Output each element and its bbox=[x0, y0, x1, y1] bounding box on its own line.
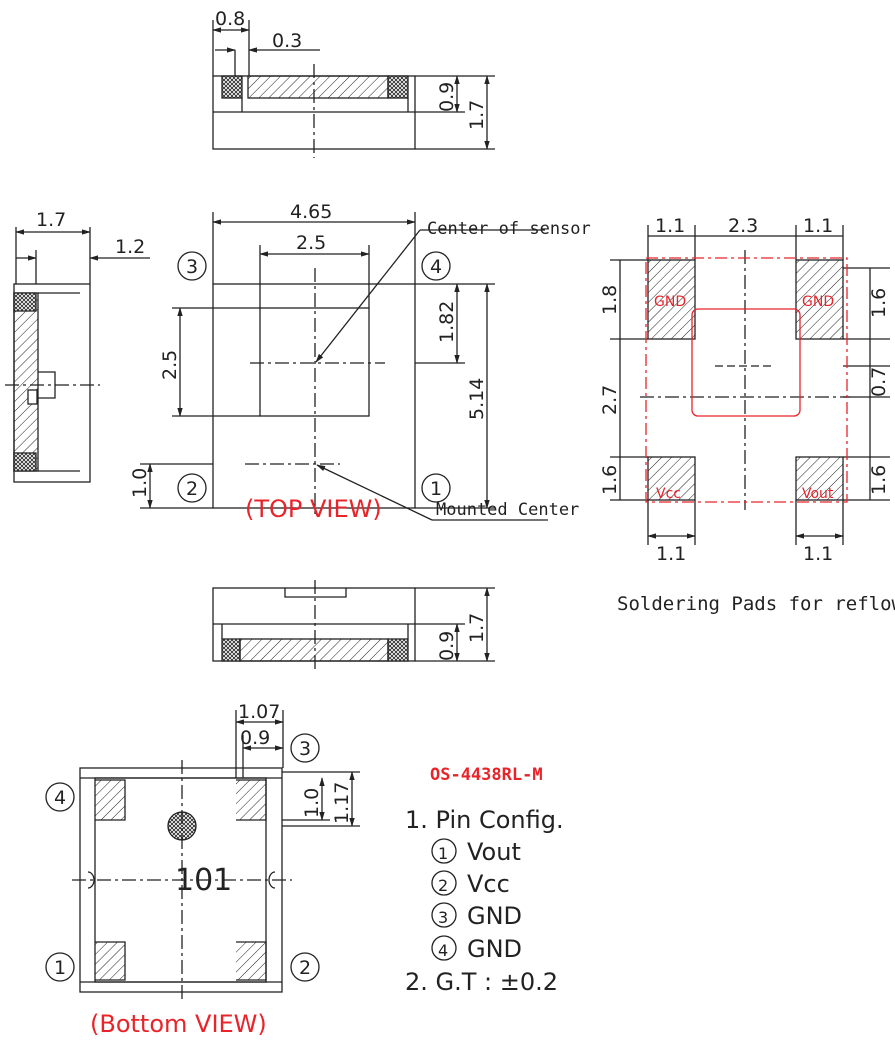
dim-1-0-top: 1.0 bbox=[129, 468, 151, 498]
dim-1-7-top: 1.7 bbox=[466, 100, 488, 130]
left-side-dims-text: 1.7 1.2 bbox=[36, 209, 145, 258]
pad-vout: Vout bbox=[802, 486, 834, 502]
dim-pad-1-1-bl: 1.1 bbox=[656, 543, 686, 565]
pin-3-bv: 3 bbox=[299, 738, 311, 760]
dim-0-9-bottom: 0.9 bbox=[436, 631, 458, 661]
pin-2-top: 2 bbox=[186, 478, 198, 500]
dim-pad-1-1-tr: 1.1 bbox=[803, 215, 833, 237]
pad-gnd-left: GND bbox=[654, 294, 686, 310]
spec-pin-3-name: GND bbox=[467, 902, 522, 930]
marking-101: 101 bbox=[175, 863, 232, 898]
dim-0-8: 0.8 bbox=[215, 8, 245, 30]
spec-pin-circles bbox=[431, 838, 457, 961]
dim-2-5-v: 2.5 bbox=[159, 350, 181, 380]
bottom-side-dims-text: 0.9 1.7 bbox=[436, 613, 488, 661]
top-view bbox=[140, 212, 548, 521]
pin-3-top: 3 bbox=[186, 256, 198, 278]
dim-1-2-left: 1.2 bbox=[115, 236, 145, 258]
spec-pin-1-num: 1 bbox=[438, 844, 448, 863]
spec-text: OS-4438RL-M 1. Pin Config. 1 Vout 2 Vcc … bbox=[405, 765, 564, 996]
pin-2-bv: 2 bbox=[299, 957, 311, 979]
pin-1-top: 1 bbox=[430, 478, 442, 500]
dim-1-0-bv: 1.0 bbox=[301, 788, 323, 818]
top-side-dims-text: 0.8 0.3 0.9 1.7 bbox=[215, 8, 488, 130]
tolerance: 2. G.T : ±0.2 bbox=[405, 968, 558, 996]
left-side-view bbox=[5, 227, 150, 483]
top-view-text: 4.65 2.5 2.5 1.82 5.14 1.0 Center of sen… bbox=[129, 201, 591, 523]
dim-pad-0-7: 0.7 bbox=[868, 367, 890, 397]
dim-pad-1-1-br: 1.1 bbox=[803, 543, 833, 565]
dim-1-7-bottom: 1.7 bbox=[466, 613, 488, 643]
part-number: OS-4438RL-M bbox=[430, 765, 543, 785]
dim-2-5-h: 2.5 bbox=[296, 232, 326, 254]
bottom-view-text: 1.07 0.9 1.0 1.17 101 (Bottom VIEW) 3 4 … bbox=[54, 701, 353, 1038]
dim-pad-2-7: 2.7 bbox=[599, 385, 621, 415]
dim-pad-1-6-bl: 1.6 bbox=[599, 465, 621, 495]
pin-4-top: 4 bbox=[430, 256, 442, 278]
pad-vcc: Vcc bbox=[656, 486, 681, 502]
bottom-view bbox=[45, 710, 360, 1000]
pads-caption: Soldering Pads for reflow soldering bbox=[617, 593, 895, 615]
spec-pin-2-num: 2 bbox=[438, 876, 448, 895]
spec-pin-4-num: 4 bbox=[438, 941, 448, 960]
dim-1-7-left: 1.7 bbox=[36, 209, 66, 231]
dim-1-17: 1.17 bbox=[331, 782, 353, 824]
pin-4-bv: 4 bbox=[54, 787, 66, 809]
soldering-pads bbox=[610, 225, 890, 545]
spec-pin-3-num: 3 bbox=[438, 908, 448, 927]
center-of-sensor-label: Center of sensor bbox=[427, 219, 591, 239]
spec-pin-2-name: Vcc bbox=[467, 870, 510, 898]
bottom-side-view bbox=[212, 580, 495, 670]
top-side-view bbox=[212, 20, 495, 158]
top-view-label: (TOP VIEW) bbox=[245, 495, 382, 523]
dim-1-07: 1.07 bbox=[238, 701, 280, 723]
dim-pad-1-8: 1.8 bbox=[599, 285, 621, 315]
spec-pin-1-name: Vout bbox=[467, 838, 521, 866]
dim-5-14: 5.14 bbox=[466, 378, 488, 420]
dim-pad-1-6-tr: 1.6 bbox=[868, 288, 890, 318]
dim-pad-1-6-br: 1.6 bbox=[868, 465, 890, 495]
bottom-view-label: (Bottom VIEW) bbox=[90, 1010, 267, 1038]
dim-0-3: 0.3 bbox=[272, 30, 302, 52]
dim-pad-2-3: 2.3 bbox=[728, 215, 758, 237]
dim-0-9-bv: 0.9 bbox=[240, 727, 270, 749]
dim-4-65: 4.65 bbox=[290, 201, 332, 223]
dim-0-9-top: 0.9 bbox=[436, 82, 458, 112]
pad-gnd-right: GND bbox=[802, 294, 834, 310]
pin-config-title: 1. Pin Config. bbox=[405, 806, 564, 834]
dim-1-82: 1.82 bbox=[436, 301, 458, 343]
pad-outline-red bbox=[645, 257, 848, 503]
dim-pad-1-1-tl: 1.1 bbox=[655, 215, 685, 237]
pads-text: 1.1 2.3 1.1 1.8 2.7 1.6 1.6 0.7 1.6 1.1 … bbox=[599, 215, 895, 615]
pin-1-bv: 1 bbox=[54, 957, 66, 979]
mounted-center-label: Mounted Center bbox=[436, 500, 579, 520]
spec-pin-4-name: GND bbox=[467, 935, 522, 963]
